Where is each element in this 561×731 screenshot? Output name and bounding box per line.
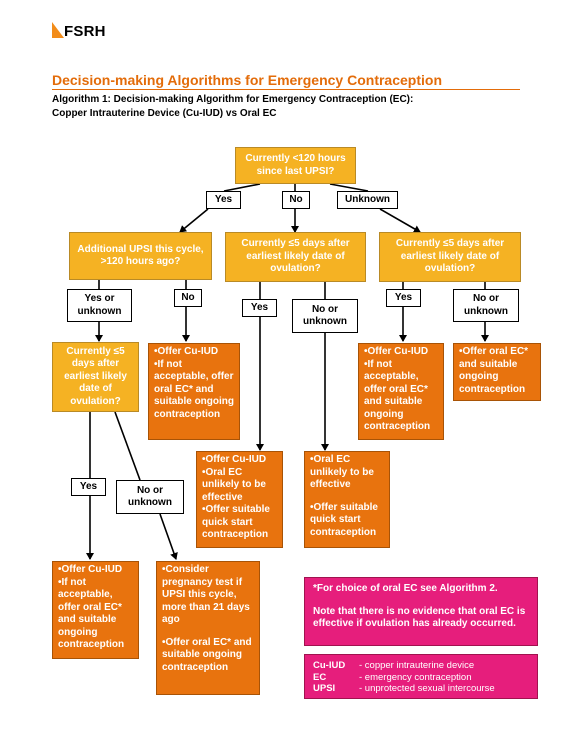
note-algorithm-2: *For choice of oral EC see Algorithm 2. — [313, 583, 498, 594]
algorithm-subtitle: Algorithm 1: Decision-making Algorithm f… — [52, 93, 413, 120]
action-offer-cu-iud-left: •Offer Cu-IUD •If not acceptable, offer … — [52, 561, 139, 659]
action-oral-ec-unlikely-mid: •Oral EC unlikely to be effective •Offer… — [304, 451, 390, 548]
connector-start-yes — [223, 183, 261, 192]
action-offer-cu-iud-mid: •Offer Cu-IUD •Oral EC unlikely to be ef… — [196, 451, 283, 548]
action-offer-oral-ec-right: •Offer oral EC* and suitable ongoing con… — [453, 343, 541, 401]
action-line: •If not acceptable, offer oral EC* and s… — [154, 358, 234, 420]
action-line: •Consider pregnancy test if UPSI this cy… — [162, 564, 250, 625]
label-no: No — [282, 191, 310, 209]
logo-text: FSRH — [64, 23, 106, 40]
label-yes-or-unknown: Yes or unknown — [67, 289, 132, 322]
action-offer-cu-iud-no: •Offer Cu-IUD •If not acceptable, offer … — [148, 343, 240, 440]
abbreviation-key: UPSI — [313, 683, 336, 694]
subtitle-line-2: Copper Intrauterine Device (Cu-IUD) vs O… — [52, 107, 277, 119]
action-line: •Oral EC unlikely to be effective — [310, 454, 374, 490]
abbreviation-value: - emergency contraception — [359, 671, 472, 683]
label-yes: Yes — [206, 191, 241, 209]
label-no: No — [174, 289, 202, 307]
connector-unknown-ovulation-right — [379, 208, 421, 233]
label-unknown: Unknown — [337, 191, 398, 209]
connector-left-no-action — [159, 513, 178, 560]
abbreviation-value: - unprotected sexual intercourse — [359, 683, 495, 694]
action-line: •Offer oral EC* and suitable ongoing con… — [459, 346, 529, 395]
action-line: •Offer oral EC* and suitable ongoing con… — [162, 636, 252, 673]
abbreviations-box: Cu-IUD - copper intrauterine device EC -… — [304, 654, 538, 699]
abbreviation-row: EC - emergency contraception — [313, 672, 529, 684]
action-line: •If not acceptable, offer oral EC* and s… — [58, 576, 125, 651]
action-consider-pregnancy-test: •Consider pregnancy test if UPSI this cy… — [156, 561, 260, 695]
action-line: •Oral EC unlikely to be effective — [202, 466, 266, 503]
action-line: •Offer suitable quick start contraceptio… — [310, 501, 378, 538]
decision-start: Currently <120 hours since last UPSI? — [235, 147, 356, 184]
label-yes: Yes — [386, 289, 421, 307]
abbreviation-key: EC — [313, 671, 327, 683]
page-title: Decision-making Algorithms for Emergency… — [52, 72, 520, 90]
action-line: •Offer Cu-IUD — [58, 564, 123, 575]
connector-yes-additional — [179, 208, 209, 233]
note-ovulation-evidence: Note that there is no evidence that oral… — [313, 605, 526, 630]
connector-start-unknown — [329, 183, 369, 192]
decision-ovulation-right: Currently ≤5 days after earliest likely … — [379, 232, 521, 282]
abbreviation-row: Cu-IUD - copper intrauterine device — [313, 660, 529, 672]
abbreviation-key: Cu-IUD — [313, 660, 346, 671]
note-oral-ec-box: *For choice of oral EC see Algorithm 2. … — [304, 577, 538, 646]
label-yes: Yes — [242, 299, 277, 317]
abbreviation-value: - copper intrauterine device — [359, 660, 475, 671]
decision-ovulation-mid: Currently ≤5 days after earliest likely … — [225, 232, 366, 282]
action-line: •Offer Cu-IUD — [154, 346, 219, 357]
action-line: •If not acceptable, offer oral EC* and s… — [364, 358, 431, 433]
connector-left-no — [114, 411, 141, 481]
label-no-or-unknown: No or unknown — [292, 299, 358, 333]
action-line: •Offer Cu-IUD — [364, 346, 429, 357]
fsrh-logo-icon — [52, 22, 64, 38]
abbreviation-row: UPSI - unprotected sexual intercourse — [313, 683, 529, 695]
action-offer-cu-iud-right: •Offer Cu-IUD •If not acceptable, offer … — [358, 343, 444, 440]
decision-ovulation-left: Currently ≤5 days after earliest likely … — [52, 342, 139, 412]
label-no-or-unknown: No or unknown — [453, 289, 519, 322]
action-line: •Offer Cu-IUD — [202, 454, 267, 465]
label-yes: Yes — [71, 478, 106, 496]
subtitle-line-1: Algorithm 1: Decision-making Algorithm f… — [52, 94, 414, 105]
action-line: •Offer suitable quick start contraceptio… — [202, 504, 270, 540]
label-no-or-unknown: No or unknown — [116, 480, 184, 514]
decision-additional-upsi: Additional UPSI this cycle, >120 hours a… — [69, 232, 212, 280]
